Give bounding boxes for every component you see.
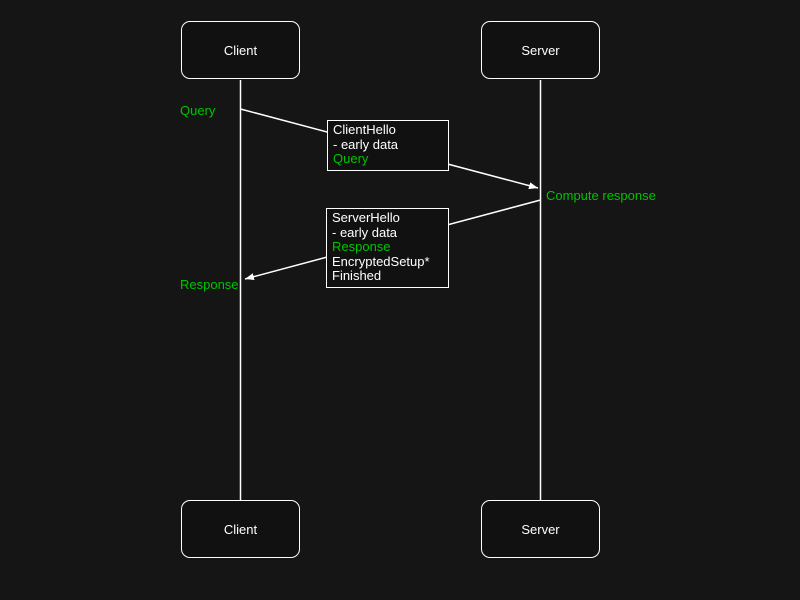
response-label: Response — [180, 277, 239, 292]
message-line: ServerHello — [332, 210, 400, 225]
client-actor-label: Client — [223, 42, 258, 58]
client-actor-box-bottom: Client — [181, 500, 300, 558]
message-line: ClientHello — [333, 122, 396, 137]
message-line: EncryptedSetup* — [332, 253, 430, 269]
message-line: - early data — [332, 224, 398, 240]
server-actor-label: Server — [521, 521, 560, 537]
client-actor-label: Client — [223, 521, 258, 537]
message-line: - early data — [333, 136, 399, 152]
serverhello-message-box: ServerHello - early data Response Encryp… — [326, 208, 449, 288]
server-actor-box-top: Server — [481, 21, 600, 79]
query-label: Query — [180, 103, 216, 118]
client-actor-box-top: Client — [181, 21, 300, 79]
message-line: Response — [332, 239, 391, 254]
server-actor-box-bottom: Server — [481, 500, 600, 558]
compute-response-label: Compute response — [546, 188, 656, 203]
clienthello-message-box: ClientHello - early data Query — [327, 120, 449, 171]
message-line: Query — [333, 151, 369, 166]
server-actor-label: Server — [521, 42, 560, 58]
message-line: Finished — [332, 268, 382, 283]
